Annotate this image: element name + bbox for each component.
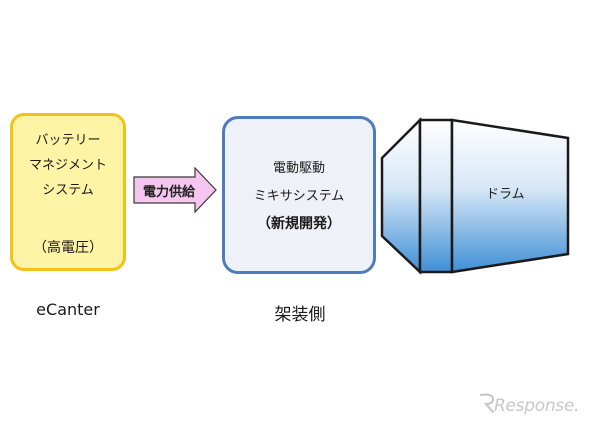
watermark-text: Response.	[494, 396, 580, 416]
mixer-line-2: ミキサシステム	[253, 189, 345, 204]
power-supply-label: 電力供給	[142, 185, 195, 200]
battery-line-1: バッテリー	[35, 133, 101, 148]
mixer-line-3: （新規開発）	[257, 216, 341, 232]
drum-label: ドラム	[486, 187, 525, 202]
battery-line-2: マネジメント	[28, 158, 107, 173]
body-side-caption: 架装側	[274, 305, 326, 325]
mixer-line-1: 電動駆動	[272, 161, 325, 176]
battery-voltage-note: （高電圧）	[33, 240, 103, 256]
drum-graphic	[380, 116, 600, 276]
power-supply-arrow: 電力供給	[133, 166, 217, 214]
mixer-system-box: 電動駆動 ミキサシステム （新規開発）	[222, 116, 376, 274]
response-logo-icon	[479, 393, 495, 414]
battery-line-3: システム	[42, 183, 94, 198]
ecanter-caption: eCanter	[36, 300, 100, 319]
arrow-shape	[133, 166, 217, 214]
drum-shape	[380, 116, 570, 275]
battery-management-box: バッテリー マネジメント システム （高電圧）	[10, 113, 126, 271]
battery-label: バッテリー マネジメント システム	[13, 128, 123, 203]
